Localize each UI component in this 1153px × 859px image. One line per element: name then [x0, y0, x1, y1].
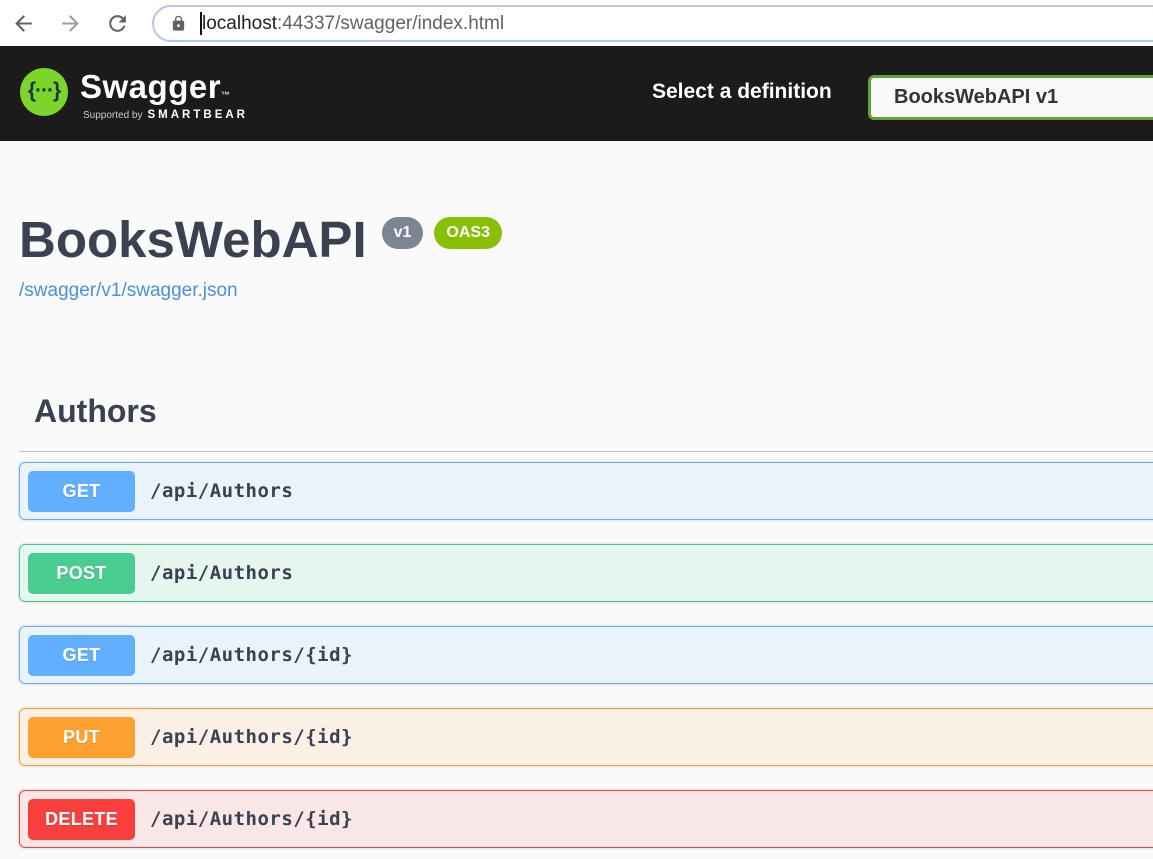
method-badge: GET — [28, 634, 135, 676]
operation-row[interactable]: GET /api/Authors/{id} — [19, 626, 1153, 684]
operation-row[interactable]: POST /api/Authors — [19, 544, 1153, 602]
forward-icon[interactable] — [55, 8, 85, 38]
lock-icon — [172, 15, 185, 31]
browser-toolbar: localhost:44337/swagger/index.html — [0, 0, 1153, 46]
method-badge: PUT — [28, 716, 135, 758]
trademark: ™ — [221, 90, 231, 100]
back-icon[interactable] — [8, 8, 38, 38]
operation-row[interactable]: DELETE /api/Authors/{id} — [19, 790, 1153, 848]
method-badge: GET — [28, 470, 135, 512]
selected-definition: BooksWebAPI v1 — [894, 86, 1059, 108]
operation-row[interactable]: GET /api/Authors — [19, 462, 1153, 520]
operation-row[interactable]: PUT /api/Authors/{id} — [19, 708, 1153, 766]
refresh-icon[interactable] — [102, 8, 132, 38]
logo-glyph: {···} — [27, 78, 61, 102]
tag-title: Authors — [34, 393, 157, 429]
operation-path: /api/Authors — [150, 562, 294, 584]
smartbear-brand: SMARTBEAR — [147, 109, 248, 121]
oas3-badge: OAS3 — [434, 217, 502, 249]
api-title-row: BooksWebAPI v1 OAS3 — [19, 213, 502, 267]
api-badges: v1 OAS3 — [381, 217, 502, 249]
swagger-wordmark: Swagger™ — [80, 68, 231, 105]
url-text: localhost:44337/swagger/index.html — [202, 12, 505, 34]
method-badge: DELETE — [28, 798, 135, 840]
address-bar[interactable]: localhost:44337/swagger/index.html — [152, 5, 1153, 42]
operation-path: /api/Authors — [150, 480, 294, 502]
operation-path: /api/Authors/{id} — [150, 808, 353, 830]
operation-path: /api/Authors/{id} — [150, 644, 353, 666]
operation-path: /api/Authors/{id} — [150, 726, 353, 748]
operations-list: GET /api/Authors POST /api/Authors GET /… — [19, 462, 1153, 859]
definition-select[interactable]: BooksWebAPI v1 — [868, 75, 1153, 120]
tag-section-header[interactable]: Authors — [19, 393, 1153, 452]
version-badge: v1 — [381, 217, 424, 249]
spec-json-link[interactable]: /swagger/v1/swagger.json — [19, 280, 238, 301]
main-content: BooksWebAPI v1 OAS3 /swagger/v1/swagger.… — [0, 141, 1153, 859]
url-path: :44337/swagger/index.html — [277, 12, 505, 34]
method-badge: POST — [28, 552, 135, 594]
text-cursor — [200, 12, 202, 35]
swagger-logo-icon: {···} — [20, 68, 68, 116]
definition-select-label: Select a definition — [652, 80, 832, 103]
api-title: BooksWebAPI — [19, 211, 367, 268]
